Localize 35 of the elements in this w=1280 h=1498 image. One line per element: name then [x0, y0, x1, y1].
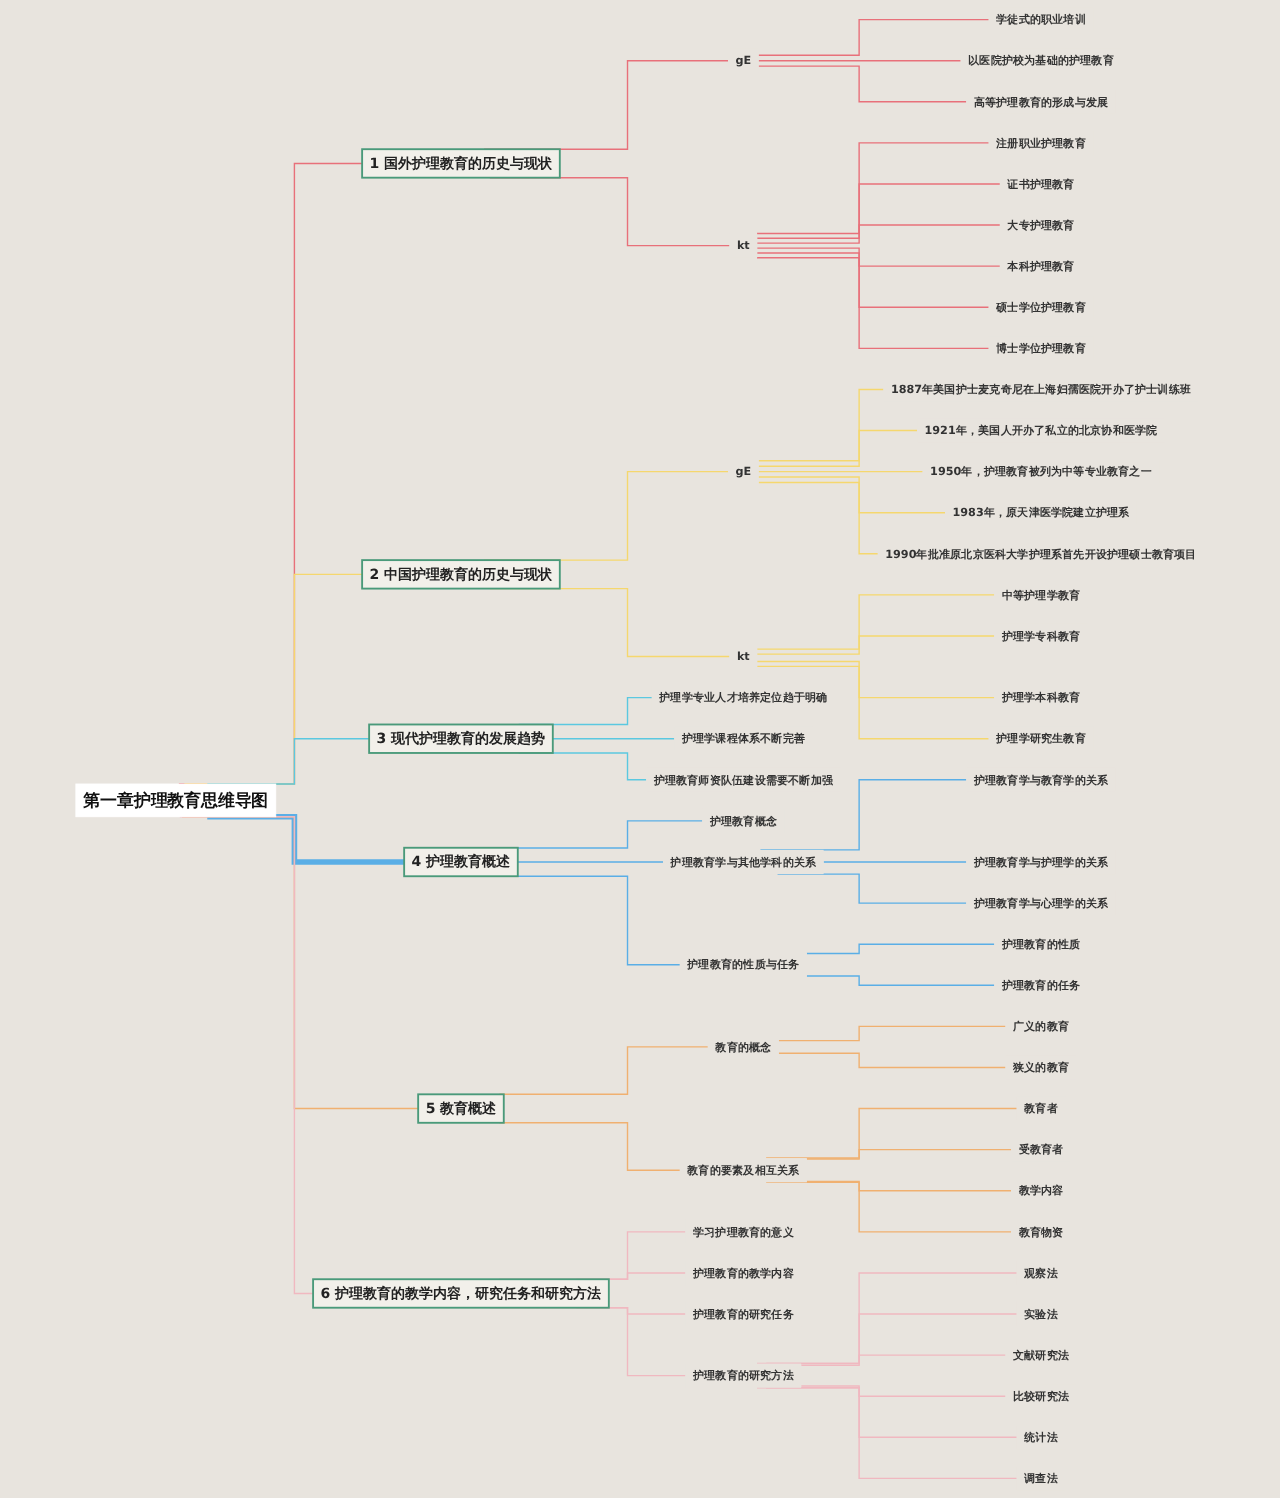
connector — [757, 18, 990, 56]
connector — [806, 943, 995, 955]
connector — [756, 142, 990, 235]
connector — [800, 1385, 1007, 1397]
connector — [806, 1148, 1012, 1160]
connector — [756, 252, 990, 308]
connector — [756, 247, 1001, 267]
connector — [756, 1272, 1018, 1365]
connector — [806, 975, 995, 986]
connector — [756, 183, 1001, 239]
connector — [778, 1052, 1007, 1069]
connector — [756, 665, 990, 740]
connector — [778, 1025, 1007, 1042]
connector — [757, 60, 962, 62]
connector — [756, 660, 995, 699]
connector — [806, 1180, 1012, 1192]
connector — [757, 470, 924, 473]
connector — [822, 861, 967, 863]
connector — [756, 594, 995, 650]
connector — [765, 1107, 1018, 1159]
connector — [517, 861, 664, 863]
connector — [756, 635, 995, 655]
connector — [757, 388, 885, 462]
node-box: 第一章护理教育思维导图 — [75, 783, 277, 818]
connector — [552, 738, 675, 740]
connector — [517, 820, 703, 849]
connector — [765, 1313, 1018, 1365]
connector — [756, 224, 1001, 244]
connector — [207, 813, 407, 865]
connector — [757, 481, 879, 555]
connector — [757, 476, 946, 514]
connector — [800, 1354, 1007, 1367]
connector — [757, 65, 967, 103]
connector — [756, 257, 990, 350]
connector — [757, 429, 918, 467]
